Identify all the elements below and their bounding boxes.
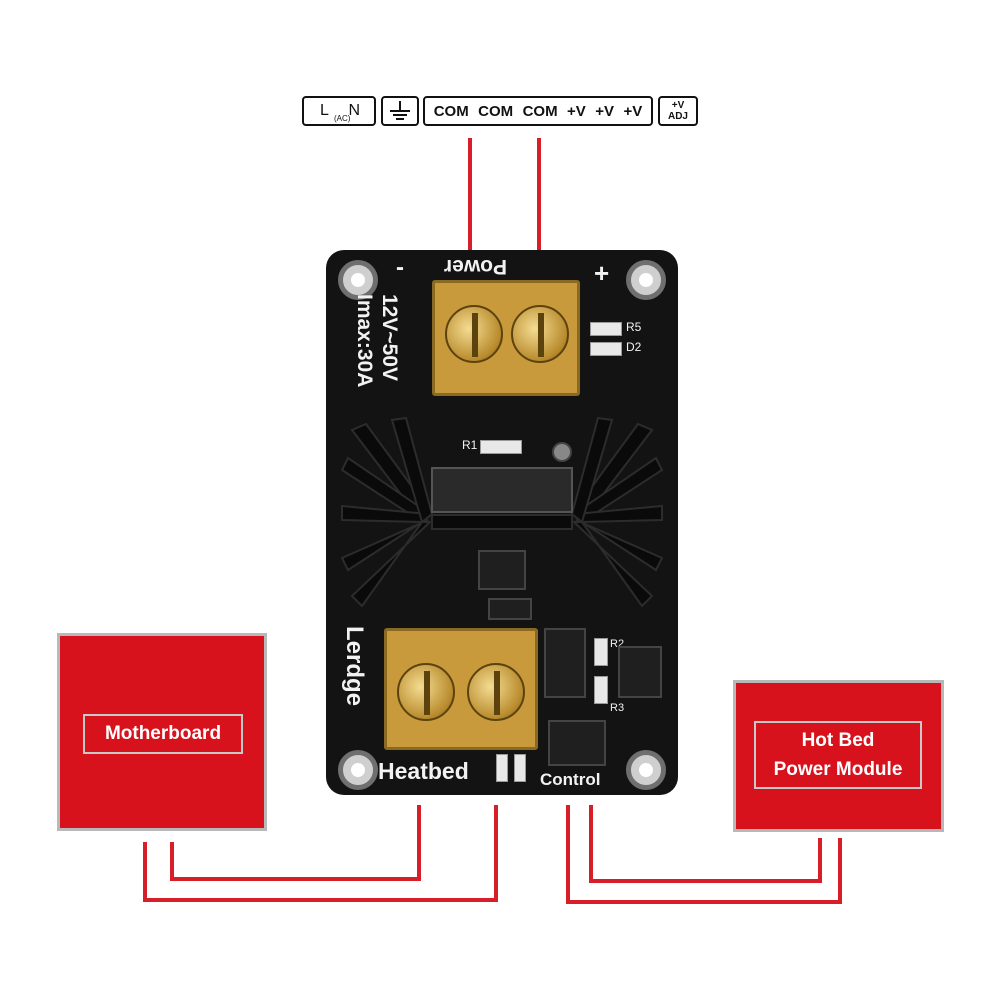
motherboard-box: Motherboard: [57, 633, 267, 831]
power-terminal-block: [432, 280, 580, 396]
terminal-v-2: +V: [595, 102, 614, 120]
wire-control-a-up: [838, 838, 842, 904]
wire-power-com: [468, 138, 472, 250]
heatbed-led-1: [496, 754, 508, 782]
terminal-com-1: COM: [433, 102, 469, 120]
wire-control-b-h: [589, 879, 822, 883]
smd-chip-small: [488, 598, 532, 620]
mosfet-board: Power - + 12V~50V Imax:30A R5 D2 R1: [326, 250, 678, 795]
hotbed-module-label: Hot Bed Power Module: [754, 721, 922, 789]
heatbed-label: Heatbed: [378, 758, 469, 784]
heatbed-terminal-block: [384, 628, 538, 750]
mount-hole-br: [626, 750, 666, 790]
terminal-l: L: [320, 102, 329, 119]
hotbed-module-box: Hot Bed Power Module: [733, 680, 944, 832]
r5-component: [590, 322, 622, 336]
wire-control-a-down: [566, 805, 570, 904]
power-screw-1: [445, 305, 503, 363]
r1-component: [480, 440, 522, 454]
wire-heatbed-a-down: [417, 805, 421, 881]
r3-component: [594, 676, 608, 704]
hotbed-line2: Power Module: [773, 759, 903, 780]
wire-heatbed-b-h: [143, 898, 498, 902]
terminal-adj-top: +V: [671, 100, 685, 111]
terminal-com-2: COM: [478, 102, 514, 120]
mount-hole-tl: [338, 260, 378, 300]
wire-control-b-down: [589, 805, 593, 883]
power-screw-2: [511, 305, 569, 363]
terminal-adj-bottom: ADJ: [667, 111, 688, 122]
r2-component: [594, 638, 608, 666]
terminal-com-3: COM: [522, 102, 558, 120]
r5-label: R5: [626, 320, 642, 334]
wire-heatbed-b-down: [494, 805, 498, 902]
voltage-rating: 12V~50V: [378, 294, 401, 381]
optocoupler: [618, 646, 662, 698]
control-connector: [548, 720, 606, 766]
mount-hole-bl: [338, 750, 378, 790]
d2-label: D2: [626, 340, 642, 354]
terminal-ac: (AC): [334, 114, 351, 123]
wire-heatbed-a-up: [170, 842, 174, 881]
hotbed-line1: Hot Bed: [801, 730, 875, 751]
mount-hole-tr: [626, 260, 666, 300]
control-ic: [544, 628, 586, 698]
terminal-v-3: +V: [623, 102, 643, 120]
power-label: Power: [444, 255, 508, 278]
plus-label: +: [594, 258, 610, 288]
wire-control-b-up: [818, 838, 822, 883]
terminal-ln-label: L (AC) N: [302, 96, 376, 126]
fan-connector: [478, 550, 526, 590]
wire-power-v: [537, 138, 541, 250]
control-label: Control: [540, 770, 601, 789]
r3-label: R3: [610, 702, 625, 714]
terminal-v-1: +V: [567, 102, 586, 120]
terminal-adj-label: +V ADJ: [658, 96, 698, 126]
heatbed-led-2: [514, 754, 526, 782]
brand-label: Lerdge: [341, 626, 368, 707]
terminal-n: N: [348, 102, 360, 119]
wire-heatbed-b-up: [143, 842, 147, 902]
wire-control-a-h: [566, 900, 842, 904]
heatbed-screw-1: [397, 663, 455, 721]
terminal-ground: [381, 96, 419, 126]
heatbed-screw-2: [467, 663, 525, 721]
heatsink: [340, 416, 664, 608]
motherboard-label: Motherboard: [83, 714, 243, 754]
wire-heatbed-a-h: [170, 877, 421, 881]
r1-label: R1: [462, 438, 478, 452]
terminal-main-label: COM COM COM +V +V +V: [423, 96, 653, 126]
d2-component: [590, 342, 622, 356]
minus-label: -: [396, 254, 404, 281]
current-rating: Imax:30A: [353, 294, 376, 388]
ground-icon: [390, 101, 410, 120]
